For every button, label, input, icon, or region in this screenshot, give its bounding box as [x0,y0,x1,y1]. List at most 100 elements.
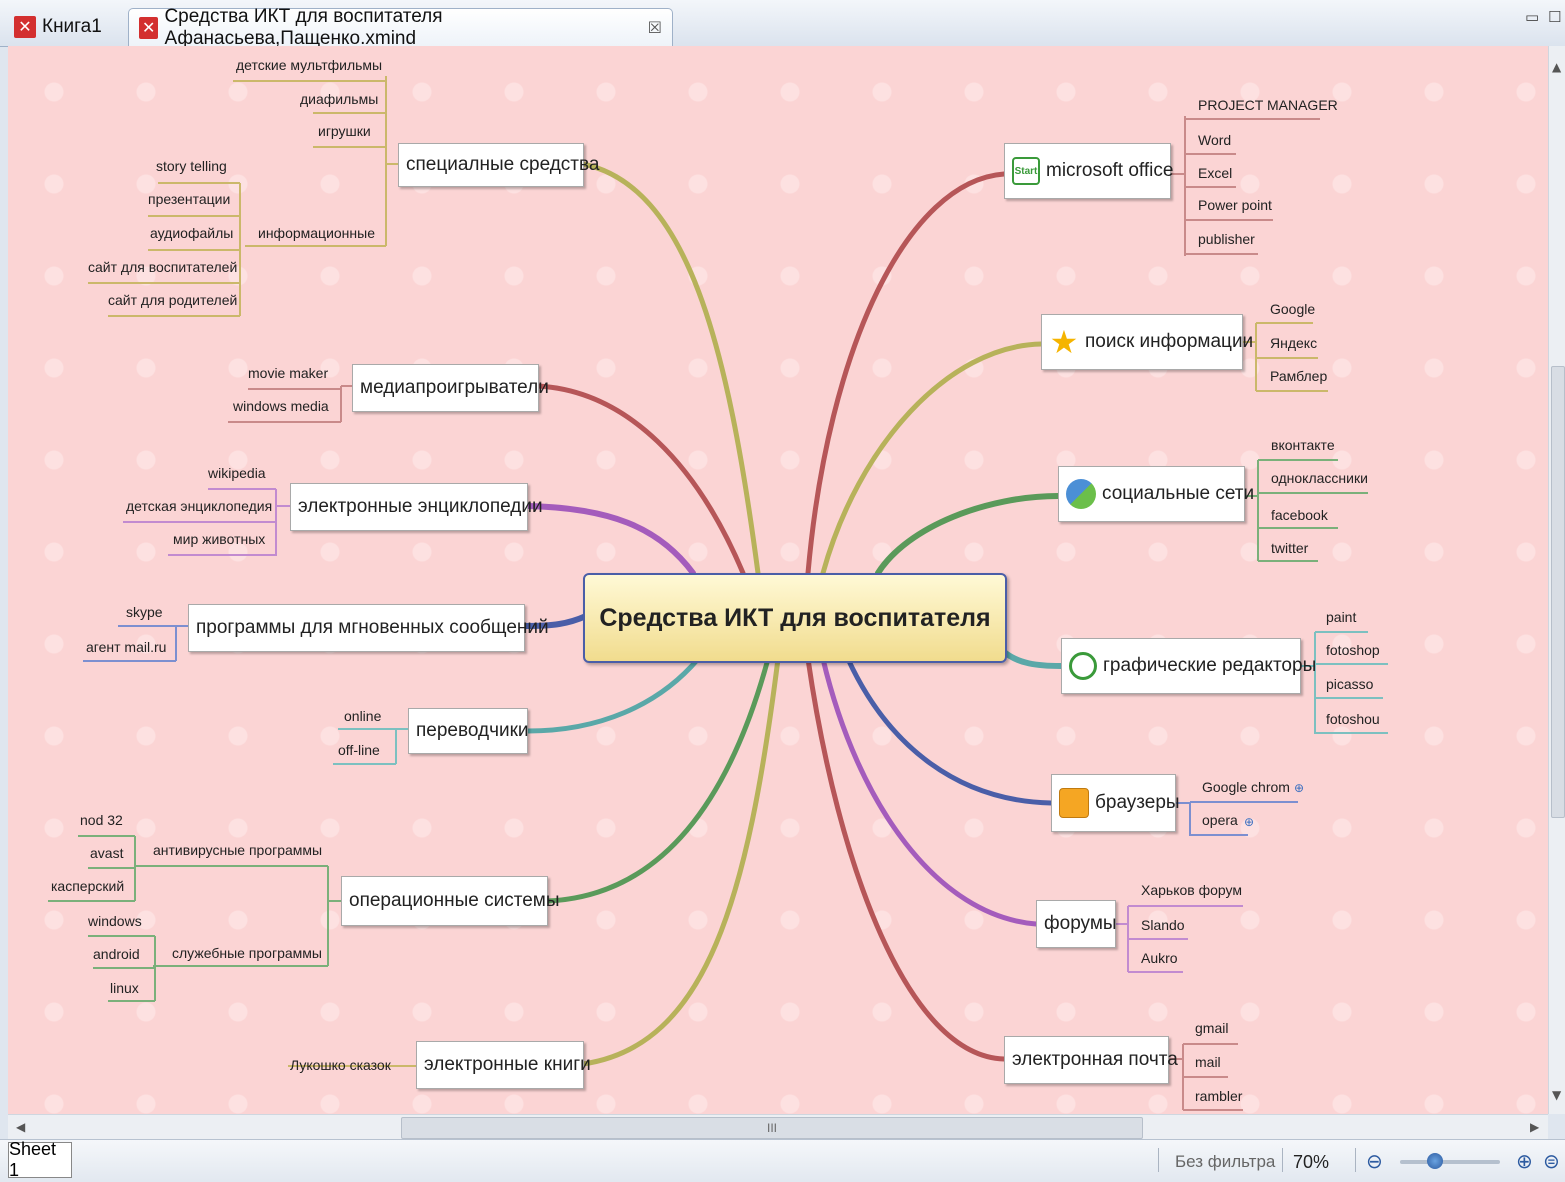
expand-icon[interactable]: ⊕ [1294,781,1305,795]
divider [1355,1148,1356,1172]
sheet-tab[interactable]: Sheet 1 [8,1139,72,1180]
leaf-item[interactable]: rambler [1195,1088,1243,1104]
leaf-item[interactable]: детские мультфильмы [236,57,383,73]
leaf-item[interactable]: movie maker [248,365,329,381]
leaf-item[interactable]: opera [1202,812,1238,828]
mindmap-canvas[interactable]: Средства ИКТ для воспитателя специалные … [8,46,1548,1114]
leaf-item[interactable]: Word [1198,132,1232,148]
leaf-item[interactable]: facebook [1271,507,1328,523]
topic-ebooks[interactable]: электронные книги [416,1041,591,1089]
central-topic[interactable]: Средства ИКТ для воспитателя [583,573,1007,663]
leaf-item[interactable]: windows [88,913,142,929]
leaf-item[interactable]: gmail [1195,1020,1229,1036]
leaf-item[interactable]: mail [1195,1054,1221,1070]
topic-operating-systems[interactable]: операционные системы [341,876,560,926]
topic-browsers[interactable]: браузеры [1051,774,1180,832]
zoom-slider[interactable] [1400,1153,1500,1169]
scroll-right-icon[interactable]: ▶ [1530,1120,1540,1134]
leaf-item[interactable]: сайт для воспитателей [88,259,238,275]
maximize-icon[interactable]: ☐ [1548,8,1562,26]
xmind-icon: ✕ [139,16,159,39]
scroll-up-icon[interactable]: ▲ [1552,60,1562,74]
tab-label: Книга1 [42,16,102,37]
leaf-item[interactable]: Slando [1141,917,1185,933]
vertical-scroll-thumb[interactable] [1551,366,1565,818]
horizontal-scroll-thumb[interactable]: III [401,1117,1143,1139]
leaf-item[interactable]: детская энциклопедия [126,498,273,514]
leaf-item[interactable]: касперский [51,878,125,894]
leaf-item[interactable]: Google chrom [1202,779,1290,795]
leaf-item[interactable]: skype [126,604,163,620]
leaf-item[interactable]: Google [1270,301,1316,317]
leaf-item[interactable]: диафильмы [300,91,379,107]
vertical-scrollbar[interactable]: ▲ ▼ [1548,46,1565,1114]
divider [1282,1148,1283,1172]
topic-label: microsoft office [1046,160,1174,181]
leaf-item[interactable]: linux [110,980,139,996]
leaf-item[interactable]: PROJECT MANAGER [1198,97,1338,113]
topic-encyclopedias[interactable]: электронные энциклопедии [290,483,543,531]
leaf-item[interactable]: игрушки [318,123,371,139]
subtopic-informational[interactable]: информационные [258,225,375,241]
leaf-item[interactable]: nod 32 [80,812,123,828]
topic-info-search[interactable]: ★ поиск информации [1041,314,1253,370]
leaf-item[interactable]: Excel [1198,165,1233,181]
leaf-item[interactable]: аудиофайлы [150,225,234,241]
leaf-item[interactable]: Рамблер [1270,368,1328,384]
leaf-item[interactable]: вконтакте [1271,437,1335,453]
topic-email[interactable]: электронная почта [1004,1036,1178,1084]
topic-messengers[interactable]: программы для мгновенных сообщений [188,604,549,652]
zoom-slider-knob[interactable] [1427,1153,1443,1169]
leaf-item[interactable]: paint [1326,609,1357,625]
topic-forums[interactable]: форумы [1036,900,1117,948]
topic-label: социальные сети [1102,483,1255,504]
leaf-item[interactable]: wikipedia [208,465,266,481]
minimize-icon[interactable]: ▭ [1525,8,1540,26]
tab-kniga1[interactable]: ✕ Книга1 [4,8,128,46]
zoom-in-icon[interactable]: ⊕ [1516,1149,1533,1173]
topic-social-networks[interactable]: социальные сети [1058,466,1254,522]
xmind-icon: ✕ [14,16,36,38]
leaf-item[interactable]: агент mail.ru [86,639,167,655]
scroll-down-icon[interactable]: ▼ [1552,1088,1562,1102]
leaf-item[interactable]: Aukro [1141,950,1178,966]
leaf-item[interactable]: windows media [233,398,329,414]
leaf-item[interactable]: Яндекс [1270,335,1318,351]
leaf-item[interactable]: picasso [1326,676,1374,692]
expand-icon[interactable]: ⊕ [1244,815,1255,829]
topic-label: браузеры [1095,792,1180,813]
topic-special-tools[interactable]: специалные средства [398,143,599,187]
subtopic-utilities[interactable]: служебные программы [172,945,322,961]
leaf-item[interactable]: twitter [1271,540,1309,556]
leaf-item[interactable]: Харьков форум [1141,882,1243,898]
leaf-item[interactable]: off-line [338,742,380,758]
zoom-out-icon[interactable]: ⊖ [1366,1149,1383,1173]
tab-active-document[interactable]: ✕ Средства ИКТ для воспитателя Афанасьев… [128,6,673,49]
leaf-item[interactable]: презентации [148,191,231,207]
topic-translators[interactable]: переводчики [408,708,529,754]
close-tab-icon[interactable]: ☒ [647,18,662,37]
zoom-level[interactable]: 70% [1293,1152,1330,1172]
leaf-item[interactable]: avast [90,845,124,861]
leaf-item[interactable]: сайт для родителей [108,292,238,308]
horizontal-scrollbar[interactable]: ◀ III ▶ [8,1114,1548,1140]
leaf-item[interactable]: fotoshop [1326,642,1380,658]
leaf-item[interactable]: story telling [156,158,227,174]
leaf-item[interactable]: Power point [1198,197,1272,213]
leaf-item[interactable]: publisher [1198,231,1255,247]
topic-microsoft-office[interactable]: Start microsoft office [1004,143,1174,199]
tab-bar: ✕ Книга1 ✕ Средства ИКТ для воспитателя … [0,0,1565,49]
subtopic-antivirus[interactable]: антивирусные программы [153,842,323,858]
filter-label[interactable]: Без фильтра [1175,1152,1276,1171]
leaf-item[interactable]: Лукошко сказок [290,1057,391,1073]
leaf-item[interactable]: android [93,946,140,962]
leaf-item[interactable]: fotoshou [1326,711,1380,727]
topic-media-players[interactable]: медиапроигрыватели [352,364,549,412]
start-icon: Start [1012,157,1040,185]
scroll-left-icon[interactable]: ◀ [16,1120,26,1134]
leaf-item[interactable]: online [344,708,382,724]
fit-zoom-icon[interactable]: ⊜ [1543,1149,1560,1173]
leaf-item[interactable]: мир животных [173,531,266,547]
topic-graphic-editors[interactable]: графические редакторы [1061,638,1316,694]
leaf-item[interactable]: одноклассники [1271,470,1368,486]
